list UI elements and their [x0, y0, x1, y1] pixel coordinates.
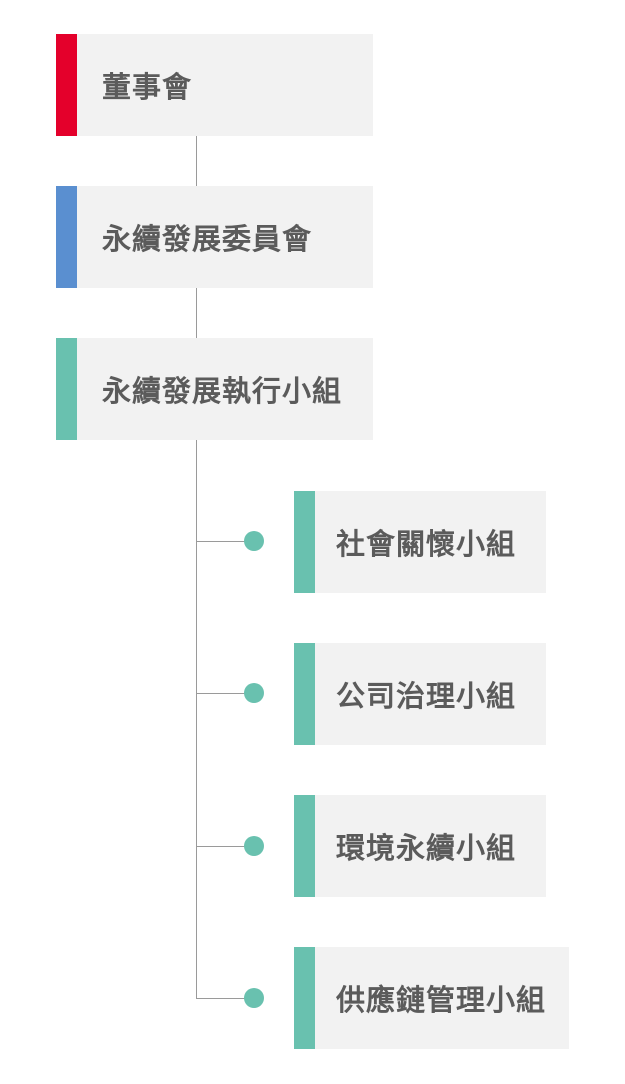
node-subgroup-environment-accent-bar — [294, 795, 315, 897]
branch-dot-supply-chain — [244, 988, 264, 1008]
node-subgroup-supply-chain: 供應鏈管理小組 — [294, 947, 569, 1049]
node-subgroup-supply-chain-label: 供應鏈管理小組 — [336, 983, 547, 1017]
node-subgroup-supply-chain-accent-bar — [294, 947, 315, 1049]
connector-executive-spine — [196, 440, 197, 998]
node-subgroup-governance-label: 公司治理小組 — [336, 679, 517, 713]
node-subgroup-governance-accent-bar — [294, 643, 315, 745]
node-subgroup-environment-label: 環境永續小組 — [336, 831, 517, 865]
node-executive-group-label: 永續發展執行小組 — [102, 374, 343, 408]
connector-committee-executive — [196, 288, 197, 338]
branch-line-supply-chain — [196, 998, 254, 999]
node-committee-accent-bar — [56, 186, 77, 288]
node-subgroup-social-accent-bar — [294, 491, 315, 593]
node-executive-group: 永續發展執行小組 — [56, 338, 373, 440]
node-subgroup-environment: 環境永續小組 — [294, 795, 546, 897]
node-board: 董事會 — [56, 34, 373, 136]
branch-dot-social — [244, 531, 264, 551]
node-board-label: 董事會 — [102, 70, 193, 104]
node-committee-label: 永續發展委員會 — [102, 222, 313, 256]
node-subgroup-social-label: 社會關懷小組 — [336, 527, 517, 561]
node-executive-group-accent-bar — [56, 338, 77, 440]
branch-line-social — [196, 541, 254, 542]
node-committee: 永續發展委員會 — [56, 186, 373, 288]
branch-dot-governance — [244, 683, 264, 703]
node-board-accent-bar — [56, 34, 77, 136]
node-subgroup-social: 社會關懷小組 — [294, 491, 546, 593]
branch-line-governance — [196, 693, 254, 694]
branch-dot-environment — [244, 836, 264, 856]
connector-board-committee — [196, 136, 197, 186]
node-subgroup-governance: 公司治理小組 — [294, 643, 546, 745]
branch-line-environment — [196, 846, 254, 847]
